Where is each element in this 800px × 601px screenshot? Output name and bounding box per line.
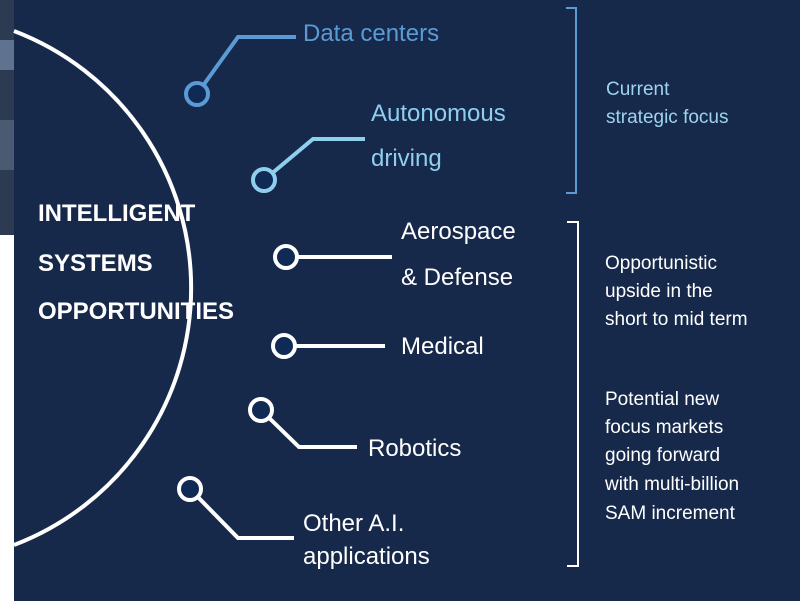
group-opportunistic-line-3: short to mid term [605, 309, 748, 330]
group-potential-line-1: Potential new [605, 389, 720, 410]
market-aerospace-line-2: & Defense [401, 264, 514, 291]
group-current-line-2: strategic focus [606, 107, 729, 128]
group-potential-line-2: focus markets [605, 417, 724, 438]
title-line-2: SYSTEMS [38, 250, 153, 277]
market-medical: Medical [401, 333, 484, 360]
photo-edge-shade [0, 120, 14, 170]
photo-edge-highlight [0, 40, 14, 70]
group-opportunistic-line-2: upside in the [605, 281, 713, 302]
node-other-ai [177, 476, 203, 502]
node-medical [271, 333, 297, 359]
connector-autonomous-driving [262, 137, 365, 182]
market-other-line-2: applications [303, 543, 430, 570]
market-autonomous-line-1: Autonomous [371, 100, 506, 127]
node-robotics [248, 397, 274, 423]
group-current-line-1: Current [606, 79, 670, 100]
group-opportunistic-line-1: Opportunistic [605, 253, 717, 274]
title-line-1: INTELLIGENT [38, 200, 196, 227]
market-robotics: Robotics [368, 435, 462, 462]
bracket-current-focus [566, 7, 577, 194]
market-other-line-1: Other A.I. [303, 510, 405, 537]
connector-robotics [259, 408, 357, 449]
slide-background [14, 0, 800, 601]
group-potential-line-5: SAM increment [605, 503, 735, 524]
node-aerospace [273, 244, 299, 270]
photo-edge [0, 0, 14, 235]
connector-other-ai [188, 487, 294, 540]
group-potential-line-4: with multi-billion [605, 474, 740, 495]
group-potential-line-3: going forward [605, 445, 721, 466]
opportunity-arc [13, 29, 194, 547]
market-aerospace-line-1: Aerospace [401, 218, 516, 245]
node-data-centers [184, 81, 210, 107]
node-autonomous-driving [251, 167, 277, 193]
market-autonomous-line-2: driving [371, 145, 442, 172]
market-data-centers: Data centers [303, 20, 440, 47]
connector-data-centers [195, 35, 296, 96]
bracket-opportunities [567, 221, 579, 567]
title-line-3: OPPORTUNITIES [38, 298, 235, 325]
